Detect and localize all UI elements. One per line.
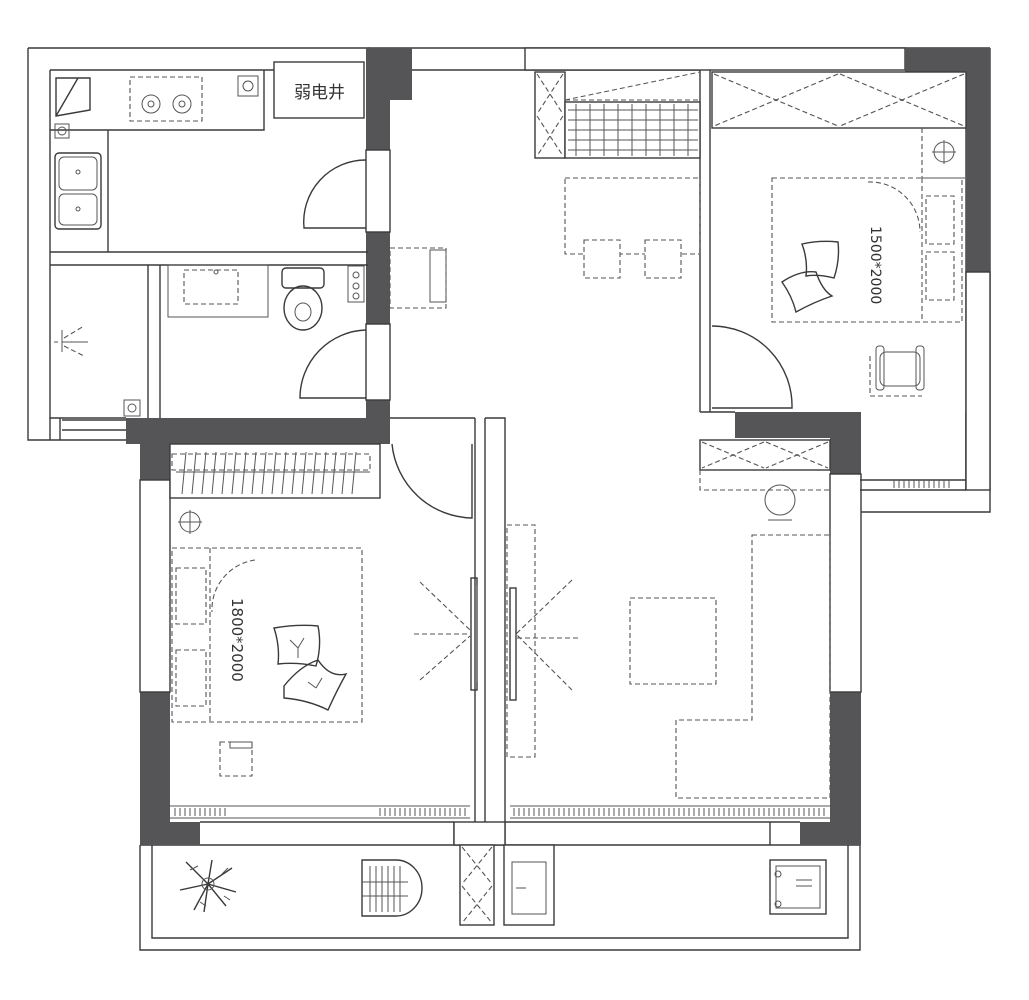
wardrobe-icon — [711, 71, 967, 129]
water-heater-icon — [769, 859, 827, 915]
pillow-icon — [283, 659, 348, 711]
kitchen-sink-icon — [54, 152, 102, 230]
toilet-icon — [281, 267, 325, 331]
walls — [27, 47, 991, 951]
wardrobe-icon — [534, 71, 566, 159]
shelf-pattern — [568, 104, 698, 156]
living-dining — [389, 71, 831, 799]
second-bedroom: 1500*2000 — [711, 71, 967, 491]
radiator-icon — [893, 480, 950, 488]
pillow-icon — [801, 240, 840, 279]
door-swing-icon — [303, 159, 367, 229]
pillow-icon — [781, 271, 834, 314]
washbasin-icon — [503, 844, 555, 926]
door-swing-icon — [711, 325, 793, 409]
door-swing-icon — [299, 329, 367, 399]
desk-chair-icon — [869, 345, 925, 397]
plant-icon — [179, 859, 237, 913]
weak-current-label: 弱电井 — [294, 83, 345, 103]
master-bed-size: 1800*2000 — [228, 598, 246, 682]
kitchen: 弱电井 — [50, 61, 365, 230]
door-swings — [299, 159, 793, 519]
gas-stove-icon — [129, 76, 203, 122]
door-swing-icon — [391, 443, 473, 519]
lamp-icon — [764, 484, 796, 521]
master-bedroom: 1800*2000 — [169, 443, 470, 819]
double-bed-icon — [771, 177, 963, 323]
radiator-icon — [510, 805, 830, 819]
tv-icon — [509, 587, 517, 701]
washing-machine-icon — [361, 859, 423, 917]
dining-chair-icon — [583, 239, 621, 279]
second-bed-size: 1500*2000 — [867, 226, 883, 304]
bathroom — [54, 264, 365, 431]
wardrobe-icon — [169, 443, 381, 499]
double-bed-icon — [171, 547, 363, 723]
tv-icon — [470, 577, 478, 691]
washbasin-icon — [167, 264, 269, 318]
radiator-icon — [170, 805, 470, 819]
pillow-icon — [273, 624, 321, 667]
balcony — [179, 844, 827, 926]
dining-chair-icon — [644, 239, 682, 279]
